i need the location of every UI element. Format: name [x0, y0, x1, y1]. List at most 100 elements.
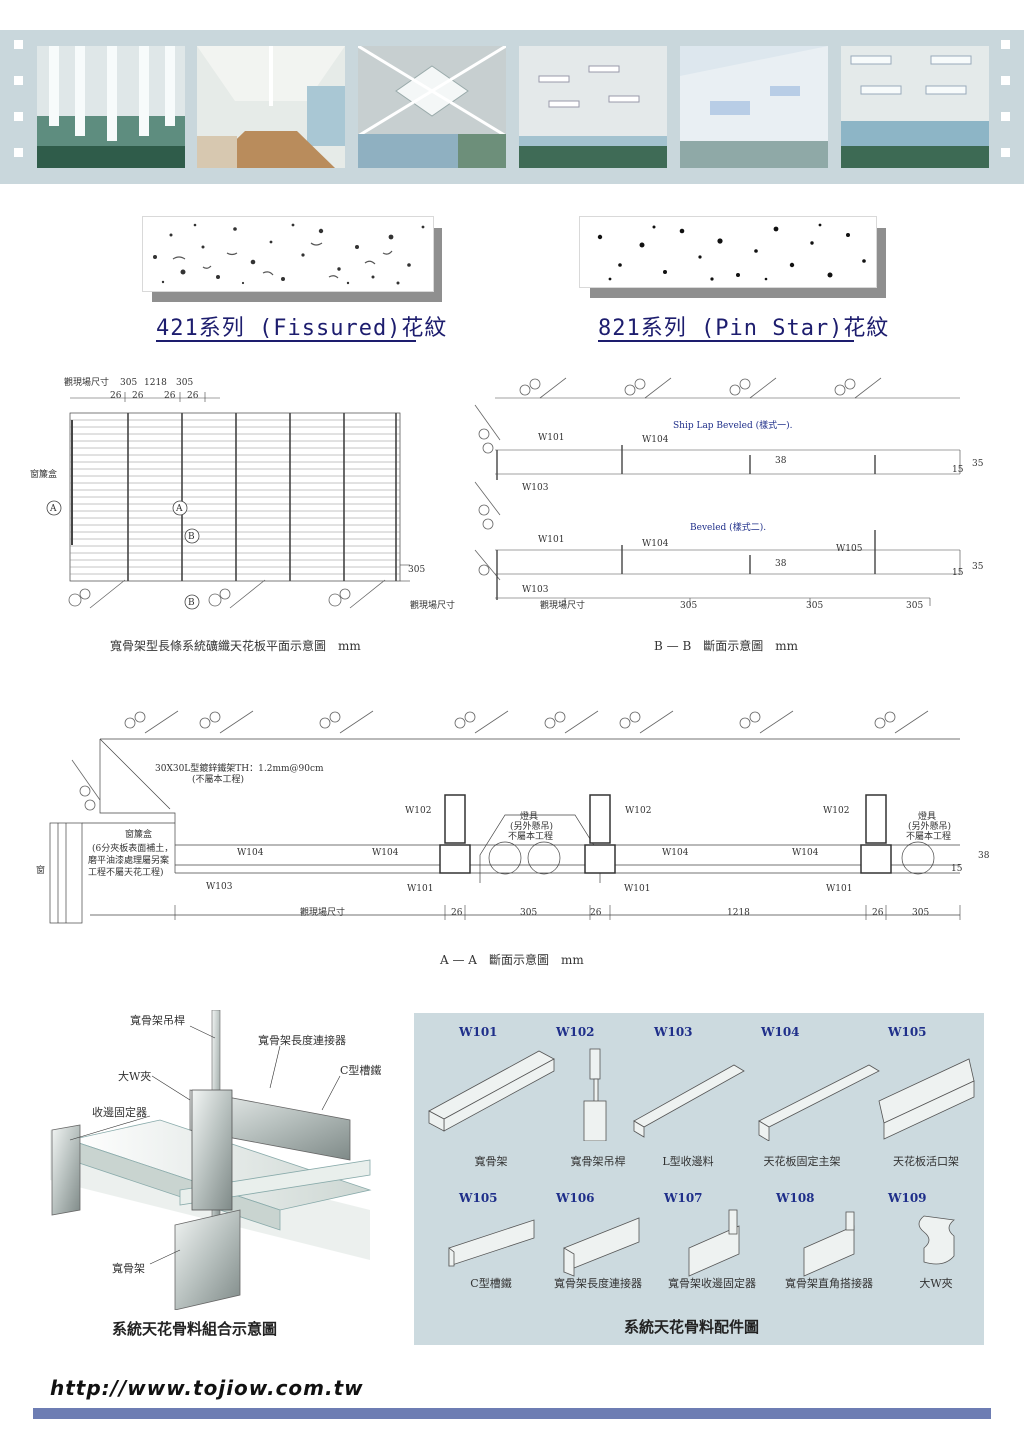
plan-dim-26d: 26: [187, 391, 199, 401]
ceiling-photo-2: [197, 46, 345, 168]
aa-board-note3: 工程不屬天花工程): [88, 866, 164, 878]
aa-w103: W103: [206, 882, 233, 892]
section-bb-drawing: Ship Lap Beveled (樣式一). Beveled (樣式二). W…: [474, 377, 984, 611]
plan-dim-26a: 26: [110, 391, 122, 401]
aa-board-note2: 磨平油漆處理屬另案: [88, 854, 169, 866]
aa-lamp-1: 燈具: [520, 810, 538, 822]
ceiling-photo-5: [680, 46, 828, 168]
aa-dim-15: 15: [951, 864, 963, 874]
fissured-underline: [156, 340, 416, 342]
bb-dim-35b: 35: [972, 562, 984, 572]
aa-w102-a: W102: [405, 806, 431, 816]
pinstar-texture: [579, 216, 877, 288]
bb-style2-label: Beveled (樣式二).: [690, 521, 766, 533]
aa-lamp-2: 燈具: [918, 810, 936, 822]
aa-w102-b: W102: [625, 806, 651, 816]
ceiling-photo-4: [519, 46, 667, 168]
aa-bottom-26c: 26: [872, 908, 884, 918]
part-code-w102: W102: [556, 1025, 595, 1039]
bb-dim-38b: 38: [775, 559, 787, 569]
aa-lamp-1b: (另外懸吊): [510, 820, 553, 832]
bb-w104-bottom: W104: [642, 539, 669, 549]
part-code-w105b: W105: [459, 1191, 498, 1205]
bb-w104-top: W104: [642, 435, 669, 445]
film-hole: [14, 40, 23, 49]
part-name-w101: 寬骨架: [474, 1155, 508, 1168]
fissured-series-label: 421系列 (Fissured)花紋: [156, 316, 448, 341]
aa-w101-a: W101: [407, 884, 433, 894]
part-name-w105b: C型槽鐵: [470, 1277, 512, 1290]
assembly-label-channel: C型槽鐵: [340, 1063, 381, 1077]
aa-bottom-305b: 305: [912, 908, 929, 918]
assembly-caption: 系統天花骨料組合示意圖: [112, 1320, 278, 1338]
bb-w103-bottom: W103: [522, 585, 549, 595]
plan-dim-305a: 305: [120, 378, 137, 388]
plan-view-drawing: A A B B 觀現場尺寸 305 1218 305 26 26 26 26 窗…: [30, 376, 455, 611]
plan-label-a-left: A: [49, 504, 57, 514]
website-url[interactable]: http://www.tojiow.com.tw: [50, 1376, 364, 1400]
bb-bottom-305a: 305: [680, 601, 697, 611]
part-code-w108: W108: [776, 1191, 815, 1205]
plan-label-b-top: B: [188, 532, 195, 542]
part-code-w103: W103: [654, 1025, 693, 1039]
aa-w102-c: W102: [823, 806, 849, 816]
part-name-w105a: 天花板活口架: [893, 1155, 959, 1168]
fissured-texture: [142, 216, 434, 292]
plan-view-caption: 寬骨架型長條系統礦纖天花板平面示意圖 mm: [110, 639, 361, 653]
part-name-w108: 寬骨架直角搭接器: [785, 1277, 873, 1290]
part-name-w107: 寬骨架收邊固定器: [668, 1277, 756, 1290]
aa-w104-c: W104: [662, 848, 689, 858]
aa-frame-note2: (不屬本工程): [192, 773, 244, 785]
part-name-w106: 寬骨架長度連接器: [554, 1277, 642, 1290]
part-code-w106: W106: [556, 1191, 595, 1205]
bb-bottom-305c: 305: [906, 601, 923, 611]
aa-lamp-2c: 不屬本工程: [906, 830, 951, 842]
film-hole: [1001, 40, 1010, 49]
assembly-illustration: 寬骨架吊桿 寬骨架長度連接器 大W夾 C型槽鐵 收邊固定器 寬骨架: [50, 1010, 381, 1310]
aa-window-label: 窗: [36, 864, 45, 876]
bb-bottom-305b: 305: [806, 601, 823, 611]
ceiling-photo-1: [37, 46, 185, 168]
bb-bottom-site: 觀現場尺寸: [540, 599, 585, 611]
plan-window-box: 窗簾盒: [30, 468, 57, 480]
footer-bar: [33, 1408, 991, 1419]
part-code-w107: W107: [664, 1191, 703, 1205]
film-hole: [1001, 148, 1010, 157]
film-hole: [14, 148, 23, 157]
aa-window-box: 窗簾盒: [125, 828, 152, 840]
bb-dim-38a: 38: [775, 456, 787, 466]
aa-lamp-1c: 不屬本工程: [508, 830, 553, 842]
film-hole: [1001, 76, 1010, 85]
assembly-label-frame: 寬骨架: [112, 1261, 145, 1275]
aa-w101-c: W101: [826, 884, 852, 894]
bb-dim-15a: 15: [952, 465, 964, 475]
aa-board-note: (6分夾板表面補土，: [92, 842, 173, 854]
film-hole: [14, 112, 23, 121]
bb-dim-15b: 15: [952, 568, 964, 578]
plan-dim-26c: 26: [164, 391, 176, 401]
aa-bottom-305a: 305: [520, 908, 537, 918]
pinstar-underline: [598, 340, 854, 342]
plan-bottom-note: 觀現場尺寸: [410, 599, 455, 611]
aa-frame-note: 30X30L型鍍鋅鐵架TH：1.2mm@90cm: [155, 762, 324, 774]
assembly-label-connector: 寬骨架長度連接器: [258, 1033, 346, 1047]
parts-panel: W101 W102 W103 W104 W105 寬骨架 寬骨架吊桿 L型收邊料…: [414, 1013, 984, 1345]
assembly-label-hanger: 寬骨架吊桿: [130, 1013, 185, 1027]
part-name-w102: 寬骨架吊桿: [570, 1155, 626, 1168]
plan-label-a-right: A: [175, 504, 183, 514]
part-code-w104: W104: [761, 1025, 800, 1039]
assembly-label-edge: 收邊固定器: [92, 1105, 147, 1119]
aa-bottom-26a: 26: [451, 908, 463, 918]
ceiling-photo-3: [358, 46, 506, 168]
section-aa-drawing: 30X30L型鍍鋅鐵架TH：1.2mm@90cm (不屬本工程) 窗簾盒 (6分…: [36, 710, 990, 924]
aa-w104-a: W104: [237, 848, 264, 858]
part-code-w105a: W105: [888, 1025, 927, 1039]
part-name-w109: 大W夾: [919, 1277, 953, 1290]
section-bb-caption: B — B 斷面示意圖 mm: [654, 639, 799, 653]
plan-dim-305b: 305: [176, 378, 193, 388]
pinstar-series-label: 821系列 (Pin Star)花紋: [598, 316, 890, 341]
ceiling-photo-6: [841, 46, 989, 168]
aa-w104-b: W104: [372, 848, 399, 858]
part-name-w104: 天花板固定主架: [763, 1155, 841, 1168]
section-aa-caption: A — A 斷面示意圖 mm: [440, 953, 584, 967]
